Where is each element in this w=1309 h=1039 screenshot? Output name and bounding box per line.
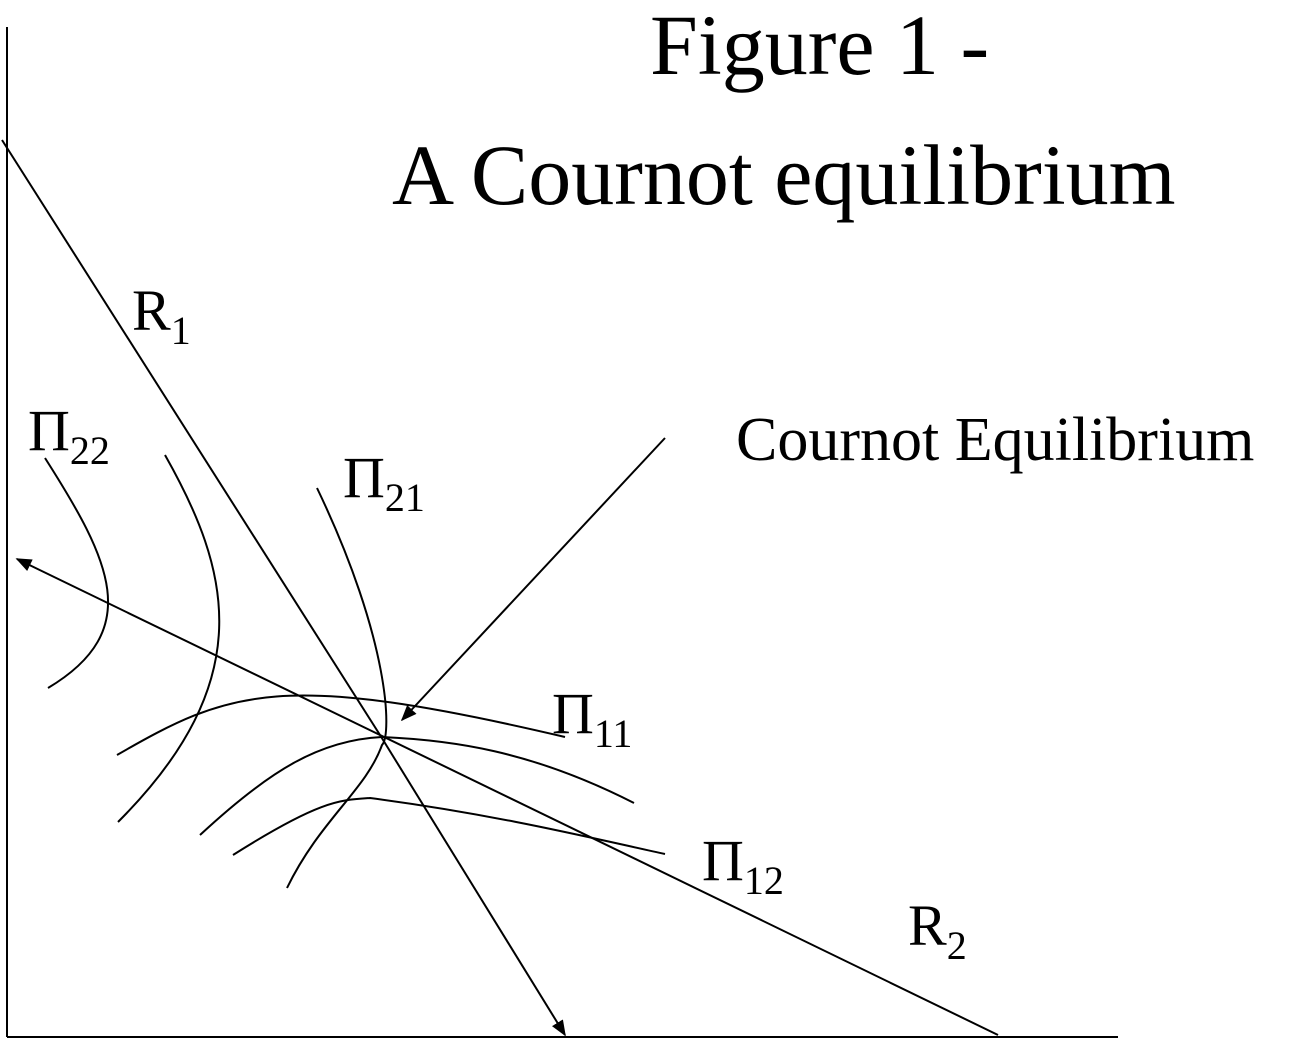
equilibrium-annotation: Cournot Equilibrium <box>736 406 1255 474</box>
isoprofit-curve-pi11-outer <box>116 694 566 756</box>
isoprofit-curve-pi21 <box>286 487 388 889</box>
reaction-curve-r2 <box>379 734 999 1036</box>
reaction-curve-r1-arrow <box>379 734 566 1037</box>
label-pi21: Π21 <box>343 445 425 520</box>
label-r1: R1 <box>132 278 191 353</box>
figure-title-line-1: Figure 1 - <box>650 0 990 93</box>
label-pi11: Π11 <box>552 681 632 756</box>
label-pi12: Π12 <box>702 828 784 903</box>
isoprofit-curve-pi11-inner <box>199 735 635 836</box>
figure-title-line-2: A Cournot equilibrium <box>392 127 1176 223</box>
label-pi22: Π22 <box>28 398 110 473</box>
isoprofit-curve-pi22-outer <box>44 457 110 689</box>
reaction-curve-r1 <box>1 139 381 736</box>
isoprofit-curve-pi22-inner <box>117 454 221 823</box>
label-r2: R2 <box>908 893 967 968</box>
reaction-curve-r2-arrow <box>15 558 381 736</box>
equilibrium-pointer-arrow <box>400 437 666 722</box>
isoprofit-curve-pi12 <box>232 796 666 856</box>
